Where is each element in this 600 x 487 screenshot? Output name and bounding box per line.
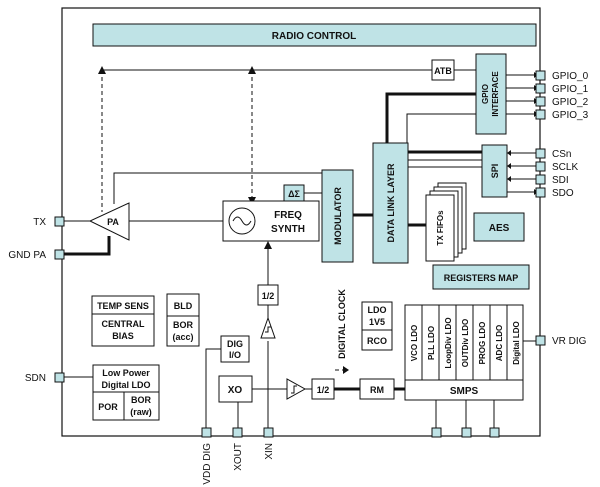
digital-clock-label: DIGITAL CLOCK: [337, 289, 347, 359]
pin-vdd-dig-label: VDD DIG: [202, 443, 213, 485]
svg-text:SYNTH: SYNTH: [271, 224, 305, 235]
pin-vr-dig: [535, 335, 546, 346]
svg-text:SDO: SDO: [552, 188, 574, 199]
delta-sigma-block: ΔΣ: [283, 184, 305, 202]
svg-text:DIG: DIG: [227, 339, 243, 349]
svg-text:BLD: BLD: [174, 301, 193, 311]
ldo-array: VCO LDO PLL LDO LoopDiv LDO OUTDiv LDO P…: [404, 304, 524, 381]
pa-block: PA: [88, 202, 130, 241]
svg-text:BOR: BOR: [131, 395, 152, 405]
svg-text:PROG LDO: PROG LDO: [478, 322, 487, 365]
temp-sens-block: TEMP SENS CENTRAL BIAS: [91, 295, 155, 347]
svg-text:DATA LINK LAYER: DATA LINK LAYER: [386, 163, 396, 243]
svg-text:1/2: 1/2: [317, 385, 330, 395]
svg-text:BOR: BOR: [173, 320, 194, 330]
registers-map-block: REGISTERS MAP: [432, 264, 530, 290]
svg-text:LoopDiv LDO: LoopDiv LDO: [444, 317, 453, 368]
svg-text:CSn: CSn: [552, 149, 571, 160]
bld-bor-block: BLD BOR (acc): [166, 293, 200, 347]
low-power-ldo-block: Low Power Digital LDO POR BOR (raw): [92, 364, 160, 421]
svg-text:(raw): (raw): [130, 407, 152, 417]
svg-text:GPIO_2: GPIO_2: [552, 97, 589, 108]
svg-text:CENTRAL: CENTRAL: [102, 319, 145, 329]
pin-gnd-pa: [54, 249, 65, 260]
svg-text:Digital LDO: Digital LDO: [102, 380, 151, 390]
svg-text:RM: RM: [370, 385, 384, 395]
radio-control-label: RADIO CONTROL: [272, 31, 356, 42]
svg-text:GPIO_0: GPIO_0: [552, 71, 589, 82]
pin-smps-3: [489, 427, 500, 438]
svg-text:OUTDiv LDO: OUTDiv LDO: [461, 319, 470, 367]
pin-xin: [263, 427, 274, 438]
smps-block: SMPS: [404, 379, 524, 401]
atb-block: ATB: [431, 59, 455, 81]
pin-tx-label: TX: [33, 217, 46, 228]
svg-text:1/2: 1/2: [262, 291, 275, 301]
svg-text:SPI: SPI: [490, 164, 500, 179]
ldo-1v5-block: LDO 1V5 RCO: [361, 301, 393, 351]
svg-text:BIAS: BIAS: [112, 331, 134, 341]
svg-text:GPIO_1: GPIO_1: [552, 84, 589, 95]
gpio-pins: GPIO_0 GPIO_1 GPIO_2 GPIO_3: [535, 70, 589, 121]
svg-text:ATB: ATB: [434, 66, 452, 76]
pin-xout: [232, 427, 243, 438]
svg-text:RCO: RCO: [367, 336, 387, 346]
svg-text:SDI: SDI: [552, 175, 569, 186]
pin-smps-2: [461, 427, 472, 438]
svg-text:ADC LDO: ADC LDO: [495, 325, 504, 361]
svg-text:1V5: 1V5: [369, 317, 385, 327]
gpio-interface-block: GPIO INTERFACE: [475, 53, 507, 135]
svg-text:Low Power: Low Power: [102, 368, 150, 378]
pin-sdn: [54, 372, 65, 383]
radio-control-block: RADIO CONTROL: [92, 23, 537, 47]
clock-buffer-icon: [260, 316, 276, 339]
pin-vr-dig-label: VR DIG: [552, 336, 587, 347]
svg-text:LDO: LDO: [368, 305, 387, 315]
spi-pins: CSn SCLK SDI SDO: [535, 148, 578, 199]
half-divider-mid: 1/2: [311, 378, 335, 400]
pin-sdn-label: SDN: [25, 373, 46, 384]
spi-block: SPI: [481, 144, 508, 198]
right-arrow-icon: [343, 366, 349, 374]
svg-text:INTERFACE: INTERFACE: [491, 71, 500, 117]
svg-text:TEMP SENS: TEMP SENS: [97, 301, 149, 311]
pin-xin-label: XIN: [264, 443, 275, 460]
svg-text:GPIO: GPIO: [481, 84, 490, 104]
svg-text:Digital LDO: Digital LDO: [512, 321, 521, 365]
svg-text:FREQ: FREQ: [274, 210, 302, 221]
pin-smps-1: [431, 427, 442, 438]
svg-text:ΔΣ: ΔΣ: [288, 189, 300, 199]
up-arrow-icon: [264, 241, 272, 249]
svg-text:I/O: I/O: [229, 350, 241, 360]
tx-fifos-label: TX FIFOs: [436, 210, 445, 246]
clock-buffer-icon-2: [286, 378, 307, 400]
xo-block: XO: [218, 375, 253, 403]
pin-gnd-pa-label: GND PA: [8, 250, 46, 261]
svg-text:XO: XO: [228, 385, 243, 396]
pin-vdd-dig: [201, 427, 212, 438]
pin-xout-label: XOUT: [233, 443, 244, 471]
aes-block: AES: [473, 212, 525, 242]
svg-text:REGISTERS MAP: REGISTERS MAP: [444, 273, 519, 283]
freq-synth-block: FREQ SYNTH: [222, 200, 320, 242]
svg-text:POR: POR: [98, 402, 118, 412]
pin-tx: [54, 216, 65, 227]
data-link-layer-block: DATA LINK LAYER: [372, 142, 409, 264]
svg-text:SCLK: SCLK: [552, 162, 578, 173]
svg-text:PLL LDO: PLL LDO: [427, 326, 436, 360]
svg-text:AES: AES: [489, 223, 510, 234]
svg-text:PA: PA: [107, 217, 119, 227]
rm-block: RM: [359, 378, 395, 400]
half-divider-top: 1/2: [257, 284, 279, 306]
svg-text:MODULATOR: MODULATOR: [333, 187, 343, 245]
svg-text:VCO LDO: VCO LDO: [410, 325, 419, 361]
modulator-block: MODULATOR: [321, 169, 354, 263]
dig-io-block: DIG I/O: [220, 335, 250, 363]
svg-text:(acc): (acc): [172, 332, 193, 342]
svg-text:SMPS: SMPS: [450, 386, 479, 397]
svg-text:GPIO_3: GPIO_3: [552, 110, 589, 121]
bottom-pins: [201, 427, 500, 438]
